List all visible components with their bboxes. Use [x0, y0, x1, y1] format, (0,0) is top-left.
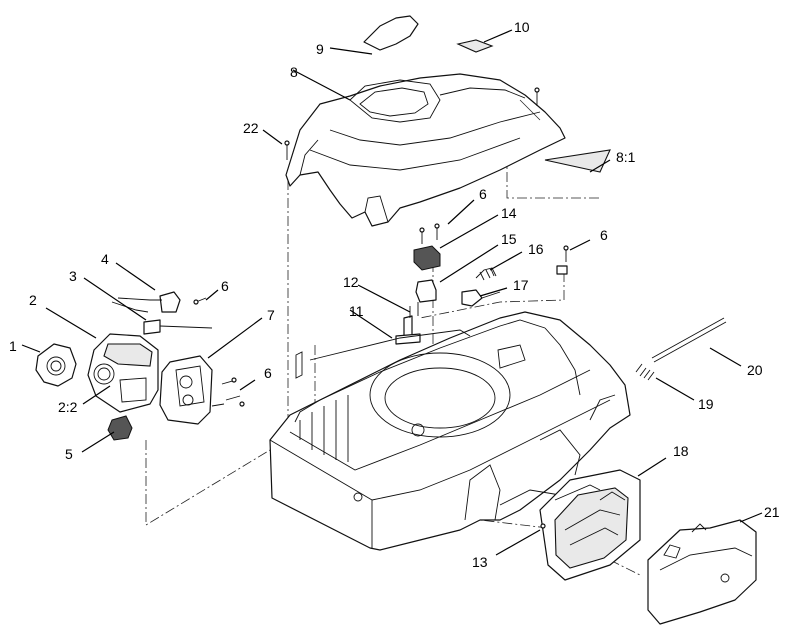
- callout-6-left-top: 6: [221, 278, 229, 294]
- callout-12: 12: [343, 274, 359, 290]
- callout-5: 5: [65, 446, 73, 462]
- drive-parts: [395, 245, 501, 345]
- callout-2-2: 2:2: [58, 399, 78, 415]
- callout-11: 11: [349, 303, 364, 319]
- callout-1: 1: [9, 338, 17, 354]
- callout-13: 13: [472, 554, 488, 570]
- callout-15: 15: [501, 231, 517, 247]
- right-side-parts: [539, 317, 757, 625]
- callout-4: 4: [101, 251, 109, 267]
- callout-22: 22: [243, 120, 259, 136]
- callout-14: 14: [501, 205, 517, 221]
- callout-7: 7: [267, 307, 275, 323]
- callout-labels: 1 2 2:2 3 4 5 6 6 6 6 7 8 8:1 9 10 11 12…: [9, 19, 780, 570]
- callout-20: 20: [747, 362, 763, 378]
- callout-8: 8: [290, 64, 298, 80]
- callout-6-center: 6: [479, 186, 487, 202]
- callout-10: 10: [514, 19, 530, 35]
- callout-6-right: 6: [600, 227, 608, 243]
- callout-16: 16: [528, 241, 544, 257]
- callout-21: 21: [764, 504, 780, 520]
- screw-parts: [284, 87, 569, 275]
- cover-plug-part-10: [456, 39, 494, 53]
- callout-8-1: 8:1: [616, 149, 636, 165]
- deck-housing: [269, 311, 631, 551]
- top-cover-part-8: [285, 73, 611, 227]
- left-control-parts: [35, 291, 245, 441]
- seat-pad-part-9: [363, 15, 419, 51]
- callout-9: 9: [316, 41, 324, 57]
- callout-19: 19: [698, 396, 714, 412]
- leader-lines: [21, 29, 763, 556]
- callout-18: 18: [673, 443, 689, 459]
- callout-2: 2: [29, 292, 37, 308]
- callout-3: 3: [69, 268, 77, 284]
- callout-6-left-bottom: 6: [264, 365, 272, 381]
- callout-17: 17: [513, 277, 529, 293]
